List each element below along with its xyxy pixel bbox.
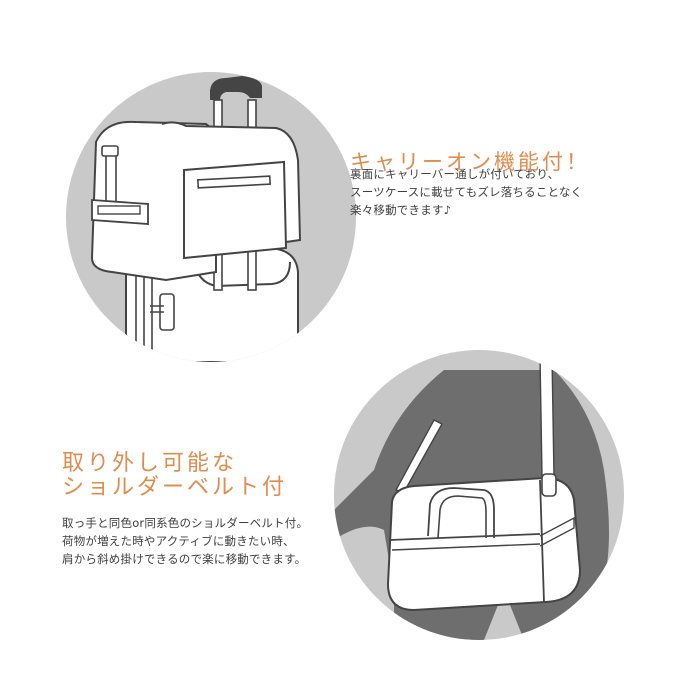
carry-on-feature-description: 裏面にキャリーバー通しが付いており、 スーツケースに載せてもズレ落ちることなく … (350, 165, 582, 219)
description-line: 取っ手と同色or同系色のショルダーベルト付。 (62, 516, 309, 530)
shoulder-belt-feature-description: 取っ手と同色or同系色のショルダーベルト付。 荷物が増えた時やアクティブに動きた… (62, 514, 308, 568)
title-line: ショルダーベルト付 (62, 474, 288, 500)
description-line: 楽々移動できます♪ (350, 203, 452, 217)
title-line: 取り外し可能な (62, 451, 238, 476)
shoulder-belt-feature-title: 取り外し可能な ショルダーベルト付 (62, 452, 287, 500)
carry-on-feature-title: キャリーオン機能付！ (350, 150, 590, 175)
description-line: 裏面にキャリーバー通しが付いており、 (350, 167, 560, 181)
bag-on-suitcase-illustration (66, 72, 356, 362)
description-line: スーツケースに載せてもズレ落ちることなく (350, 185, 583, 199)
carry-on-icon (90, 76, 302, 362)
shoulder-bag-person-illustration (334, 350, 624, 640)
description-line: 荷物が増えた時やアクティブに動きたい時、 (62, 534, 295, 548)
person-silhouette-icon (334, 355, 609, 640)
description-line: 肩から斜め掛けできるので楽に移動できます。 (62, 552, 307, 566)
